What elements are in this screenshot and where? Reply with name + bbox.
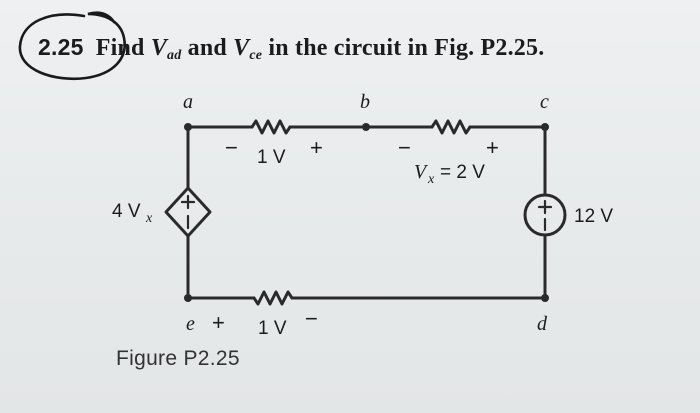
problem-vce-symbol: V [233, 35, 250, 61]
resistor-ed-voltage: 1 V [258, 318, 287, 339]
problem-find-text: Find [95, 35, 145, 61]
dependent-voltage-source [164, 186, 212, 238]
resistor-ab-plus: + [310, 135, 323, 160]
node-d-label: d [537, 313, 548, 335]
problem-statement: 2.25 Find Vad and Vce in the circuit in … [38, 34, 545, 63]
problem-tail-text: in the circuit in Fig. P2.25. [268, 35, 545, 61]
resistor-ed [252, 290, 294, 306]
node-b-label: b [360, 91, 370, 113]
resistor-bc [430, 119, 472, 135]
resistor-bc-voltage-sub: x [427, 172, 435, 187]
node-e-label: e [186, 313, 195, 335]
resistor-bc-plus: + [486, 135, 499, 160]
resistor-ed-plus: + [212, 310, 225, 335]
resistor-ab-voltage: 1 V [257, 147, 286, 168]
node-a-dot [184, 123, 192, 131]
dependent-source-subscript: x [145, 211, 153, 226]
node-c-label: c [540, 91, 549, 113]
dependent-source-value: 4 V [112, 201, 141, 222]
problem-number: 2.25 [38, 34, 84, 60]
resistor-ed-minus: − [305, 306, 318, 331]
resistor-bc-voltage-value: = 2 V [440, 162, 485, 183]
node-b-dot [362, 123, 370, 131]
node-a-label: a [183, 91, 193, 113]
resistor-bc-voltage-var: V [414, 161, 429, 183]
problem-vce-subscript: ce [249, 48, 263, 63]
figure-caption: Figure P2.25 [116, 347, 240, 370]
node-e-dot [184, 294, 192, 302]
independent-source-label: 12 V [574, 206, 613, 227]
resistor-bc-minus: − [398, 135, 411, 160]
resistor-ab [250, 119, 292, 135]
problem-vad-symbol: V [150, 35, 168, 61]
node-c-dot [541, 123, 549, 131]
problem-vad-subscript: ad [167, 48, 182, 63]
problem-and-text: and [187, 35, 227, 61]
resistor-ab-minus: − [225, 135, 238, 160]
node-d-dot [541, 294, 549, 302]
